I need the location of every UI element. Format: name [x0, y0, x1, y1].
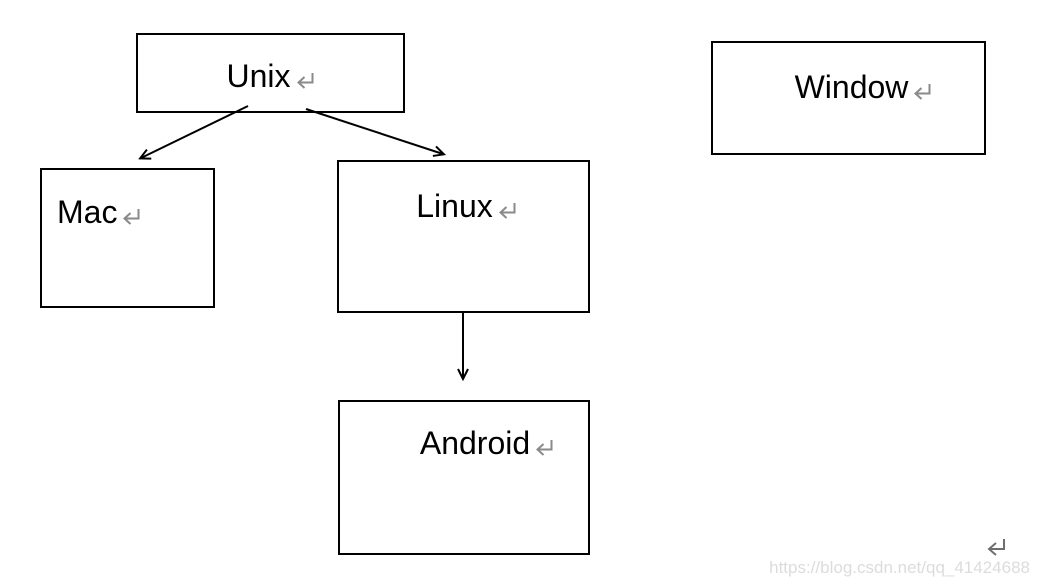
node-unix[interactable]: Unix: [136, 33, 405, 113]
return-mark-icon: [123, 209, 140, 225]
node-linux[interactable]: Linux: [337, 160, 590, 313]
node-linux-label-row: Linux: [416, 190, 517, 222]
return-mark-icon: [914, 84, 931, 100]
node-window-label-row: Window: [795, 71, 933, 103]
node-android[interactable]: Android: [338, 400, 590, 555]
node-mac-label-row: Mac: [57, 196, 141, 228]
node-window[interactable]: Window: [711, 41, 986, 155]
node-mac-label: Mac: [57, 194, 118, 230]
node-unix-label-row: Unix: [226, 60, 314, 92]
node-android-label-row: Android: [420, 427, 554, 459]
node-linux-label: Linux: [416, 188, 493, 224]
node-window-label: Window: [794, 69, 909, 105]
node-unix-label: Unix: [226, 58, 291, 94]
return-mark-icon: [498, 203, 516, 219]
node-mac[interactable]: Mac: [40, 168, 215, 308]
return-mark-icon: [987, 539, 1005, 556]
watermark: https://blog.csdn.net/qq_41424688: [769, 558, 1030, 577]
return-mark-icon: [296, 73, 313, 89]
return-mark-icon: [536, 440, 553, 456]
edge-unix-mac[interactable]: [141, 105, 249, 158]
edge-unix-linux[interactable]: [305, 108, 443, 154]
node-android-label: Android: [419, 425, 531, 461]
